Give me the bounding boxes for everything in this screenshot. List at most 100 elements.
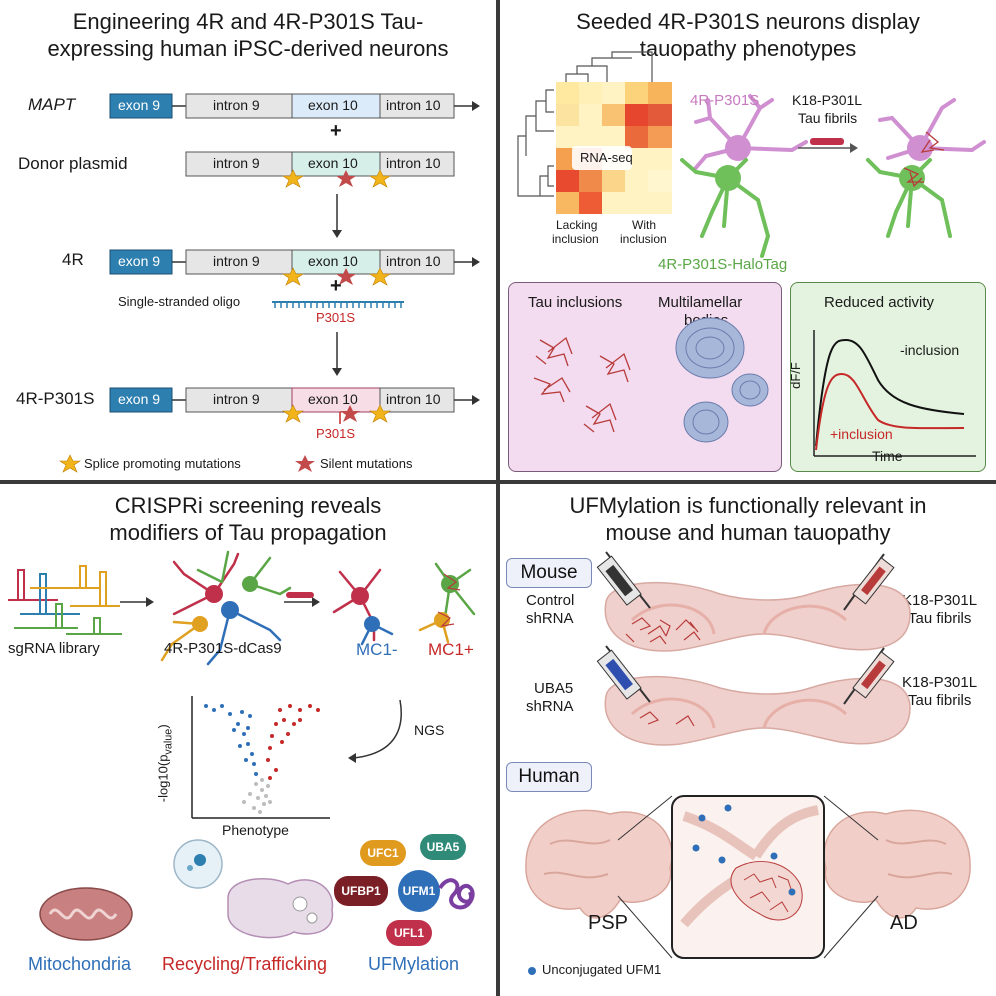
r4p-row [109, 387, 480, 424]
fib2-label-a: K18-P301L [902, 674, 978, 691]
gene-constructs [59, 93, 480, 473]
title-line-2: modifiers of Tau propagation [109, 520, 387, 545]
intron10-label: intron 10 [386, 155, 441, 171]
with-label: With [632, 218, 656, 232]
inclusion-graphics [533, 317, 769, 443]
human-tag: Human [506, 762, 592, 792]
tau-inclusions-label: Tau inclusions [528, 294, 623, 311]
inclusion-label-2: inclusion [620, 232, 667, 246]
ufm1-dot-icon [528, 967, 536, 975]
human-brain-psp [525, 809, 673, 919]
ngs-label: NGS [414, 722, 445, 738]
mapt-row [109, 93, 480, 119]
splice-star-icon [59, 454, 81, 473]
phenotype-graphics [517, 51, 986, 258]
human-brains [525, 795, 971, 975]
control-label-1: Control [526, 592, 575, 609]
panel-title: CRISPRi screening reveals modifiers of T… [0, 492, 496, 546]
fib2-label-b: Tau fibrils [908, 692, 972, 709]
psp-label: PSP [588, 912, 629, 934]
mitochondria-icon [39, 887, 133, 941]
reduced-label: Reduced activity [824, 294, 935, 311]
recycling-label: Recycling/Trafficking [162, 954, 328, 974]
uba5-pill: UBA5 [420, 834, 466, 860]
intron10-label: intron 10 [386, 253, 441, 269]
multilamellar-label-1: Multilamellar [658, 294, 743, 311]
plus-inclusion-label: +inclusion [830, 426, 893, 442]
ufm1-chain [438, 878, 475, 910]
panel-title: UFMylation is functionally relevant in m… [500, 492, 996, 546]
donor-label: Donor plasmid [18, 154, 128, 173]
exon10-label: exon 10 [308, 97, 358, 113]
dcas9-label: 4R-P301S-dCas9 [164, 640, 282, 657]
exon9-label: exon 9 [118, 253, 161, 269]
mc1neg-label: MC1- [356, 640, 398, 659]
oligo-strand [272, 301, 404, 308]
fib1-label-a: K18-P301L [902, 592, 978, 609]
zoom-inset [671, 795, 825, 959]
title-line-2: expressing human iPSC-derived neurons [47, 36, 449, 61]
r4-row [109, 249, 480, 286]
volcano-plot [191, 696, 330, 819]
intron9-label: intron 9 [213, 97, 260, 113]
p301s-label: P301S [316, 426, 356, 441]
neuron-4r-label: 4R-P301S [690, 92, 760, 109]
silent-star-icon [295, 455, 315, 472]
lacking-label: Lacking [556, 218, 598, 232]
panel-title: Seeded 4R-P301S neurons display tauopath… [500, 8, 996, 62]
ufc1-pill: UFC1 [360, 840, 406, 866]
rnaseq-label: RNA-seq [580, 150, 633, 165]
unconj-label: Unconjugated UFM1 [542, 962, 662, 977]
time-label: Time [872, 448, 903, 464]
human-brain-ad [823, 809, 971, 919]
heatmap [556, 82, 672, 214]
dendrogram [517, 51, 653, 197]
neuron-pink [692, 94, 808, 172]
intron9-label: intron 9 [213, 391, 260, 407]
divider-horizontal [0, 480, 996, 484]
legend-silent: Silent mutations [320, 456, 413, 471]
donor-row [185, 151, 455, 188]
exon10-label: exon 10 [308, 253, 358, 269]
title-line-2: tauopathy phenotypes [639, 36, 857, 61]
title-line-1: Engineering 4R and 4R-P301S Tau- [72, 9, 424, 34]
minus-inclusion-label: -inclusion [900, 342, 960, 358]
sgrna-library [8, 565, 122, 635]
sgrna-label: sgRNA library [8, 640, 100, 657]
plus-2: + [330, 275, 342, 297]
control-label-2: shRNA [526, 610, 574, 627]
title-line-1: Seeded 4R-P301S neurons display [576, 9, 920, 34]
mito-label: Mitochondria [28, 954, 132, 974]
halotag-label: 4R-P301S-HaloTag [658, 256, 788, 273]
intron9-label: intron 9 [213, 155, 260, 171]
plus-1: + [330, 120, 342, 142]
title-line-1: CRISPRi screening reveals [114, 493, 382, 518]
panel-crispri: CRISPRi screening reveals modifiers of T… [0, 484, 496, 996]
exon10-label: exon 10 [308, 391, 358, 407]
uba5-label-2: shRNA [526, 698, 574, 715]
ylabel-dff: dF/F [787, 362, 803, 389]
ufm1-pill: UFM1 [398, 870, 440, 912]
title-line-1: UFMylation is functionally relevant in [569, 493, 927, 518]
panel-ufmylation: UFMylation is functionally relevant in m… [500, 484, 996, 996]
recycling-icon [173, 839, 334, 939]
panel-engineering: Engineering 4R and 4R-P301S Tau- express… [0, 0, 496, 480]
mouse-brain-control [596, 551, 911, 652]
mouse-brains [596, 551, 911, 746]
fibril-arrow [798, 138, 858, 153]
oligo-label: Single-stranded oligo [118, 294, 241, 309]
tau-tangle [903, 131, 945, 188]
panel-phenotypes: Seeded 4R-P301S neurons display tauopath… [500, 0, 996, 480]
ufl1-pill: UFL1 [386, 920, 432, 946]
ufmylation-label: UFMylation [368, 954, 460, 974]
p301s-oligo-label: P301S [316, 310, 356, 325]
crispri-graphics [8, 550, 476, 941]
ad-label: AD [890, 912, 918, 934]
mouse-brain-uba5 [596, 645, 911, 746]
r4-label: 4R [62, 250, 84, 269]
ufbp1-pill: UFBP1 [334, 876, 388, 906]
activity-plot [813, 330, 976, 457]
divider-vertical [496, 0, 500, 996]
mouse-tag: Mouse [506, 558, 592, 588]
fib1-label-b: Tau fibrils [908, 610, 972, 627]
